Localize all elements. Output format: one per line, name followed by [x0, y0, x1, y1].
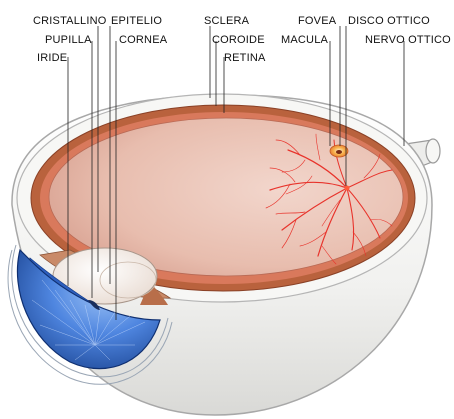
labels: CRISTALLINO EPITELIO SCLERA FOVEA DISCO … [33, 15, 451, 64]
optic-disc [345, 186, 350, 191]
label-coroide: COROIDE [212, 34, 265, 46]
label-retina: RETINA [224, 52, 266, 64]
label-nervo-ottico: NERVO OTTICO [365, 34, 451, 46]
macula-fovea [330, 145, 348, 157]
label-fovea: FOVEA [298, 15, 337, 27]
label-sclera: SCLERA [204, 15, 250, 27]
label-macula: MACULA [281, 34, 329, 46]
label-iride: IRIDE [37, 52, 67, 64]
label-cornea: CORNEA [119, 34, 168, 46]
label-epitelio: EPITELIO [111, 15, 162, 27]
label-disco-ottico: DISCO OTTICO [348, 15, 430, 27]
label-cristallino: CRISTALLINO [33, 15, 107, 27]
label-pupilla: PUPILLA [45, 34, 92, 46]
